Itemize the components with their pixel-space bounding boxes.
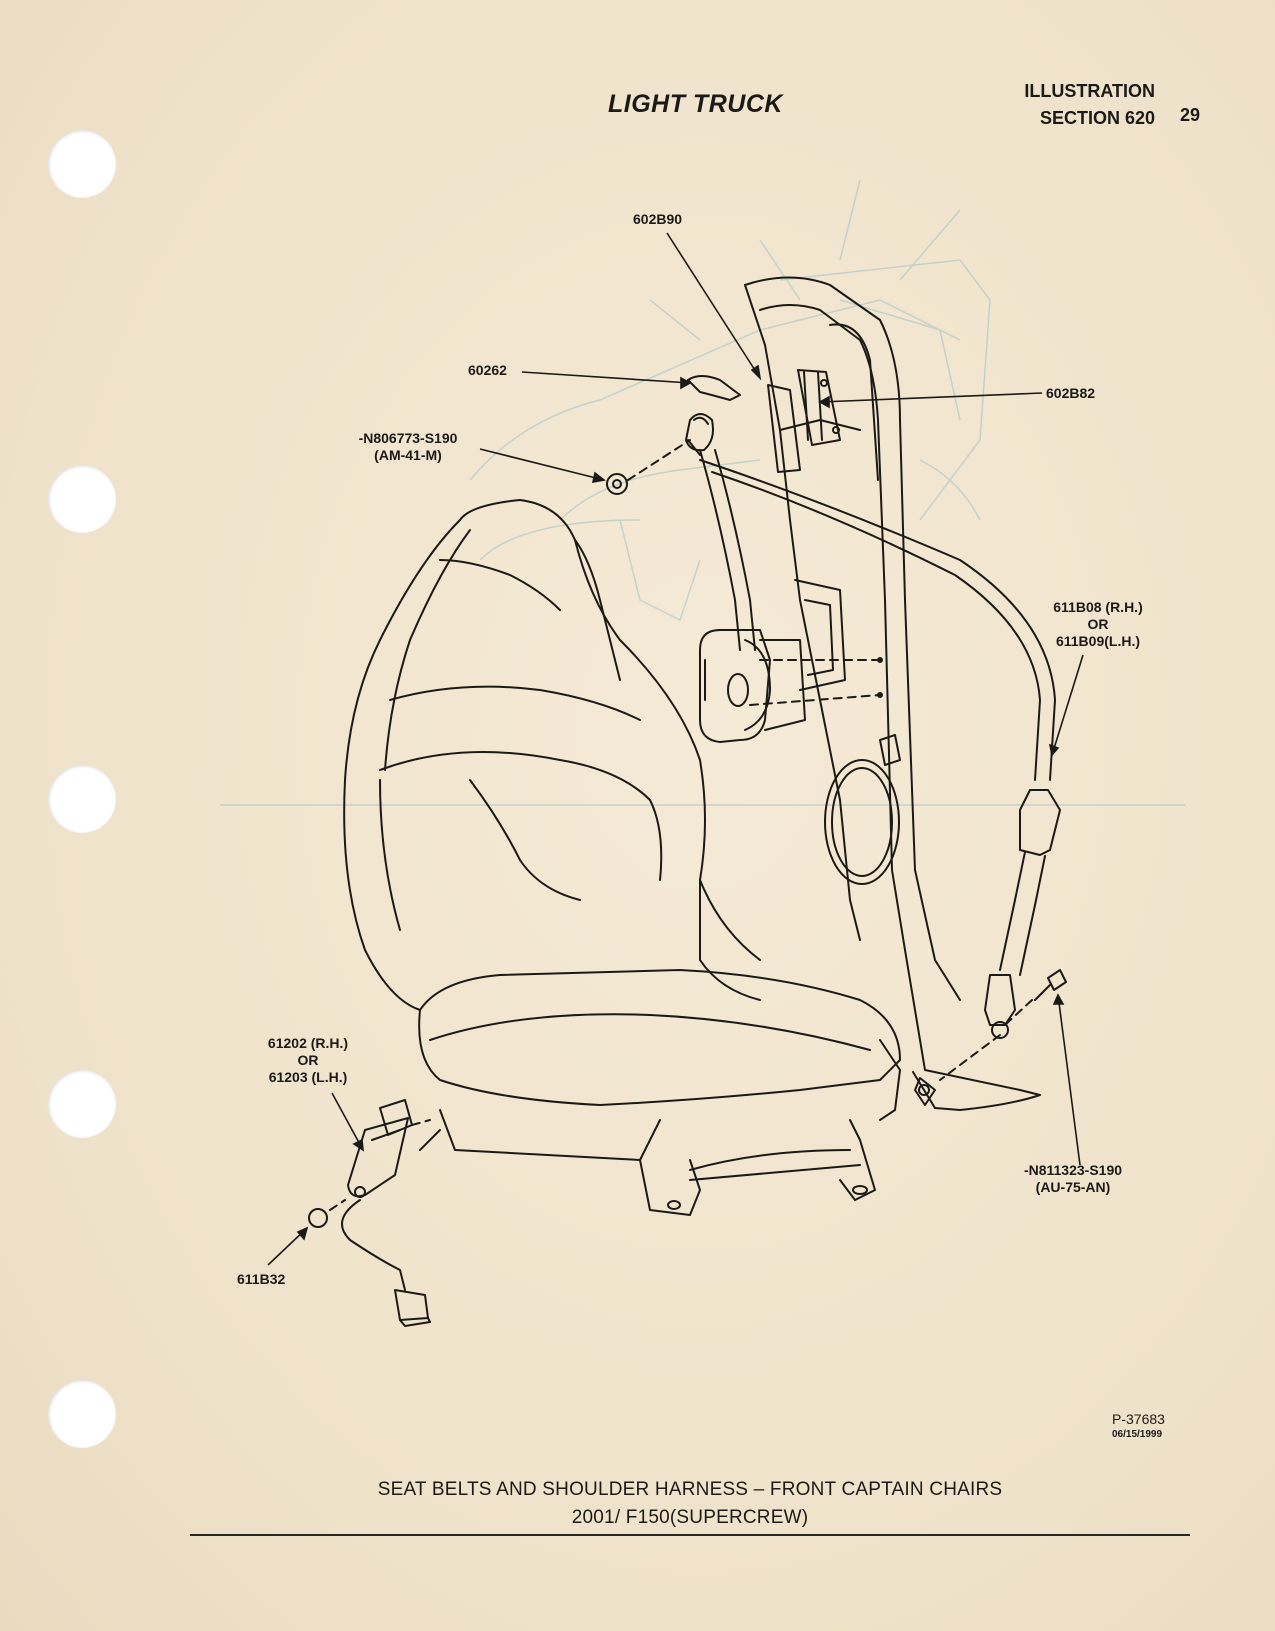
retractor-and-webbing [699, 449, 883, 743]
illustration-label: ILLUSTRATION [1024, 81, 1155, 101]
callout-lower-bolt: -N811323-S190 (AU-75-AN) [1023, 1162, 1123, 1195]
figure-number: P-37683 [1112, 1411, 1165, 1427]
callout-602b90: 602B90 [633, 211, 683, 227]
lower-anchor-bolt [939, 969, 1067, 1081]
caption-line-2: 2001/ F150(SUPERCREW) [571, 1507, 809, 1528]
binder-hole [48, 465, 116, 533]
section-label: SECTION 620 [1039, 108, 1155, 128]
b-pillar-panel [744, 276, 1041, 1111]
page-header-section: ILLUSTRATION SECTION 620 [1000, 78, 1155, 132]
binder-hole [48, 130, 116, 198]
callout-leaders [267, 232, 1084, 1266]
callout-buckle: 61202 (R.H.) OR 61203 (L.H.) [267, 1035, 349, 1085]
binder-hole [48, 1380, 116, 1448]
seat-belt-buckle [308, 1099, 431, 1327]
callout-60262: 60262 [468, 362, 507, 378]
caption-line-1: SEAT BELTS AND SHOULDER HARNESS – FRONT … [377, 1479, 1003, 1500]
figure-date: 06/15/1999 [1112, 1429, 1163, 1440]
figure-caption: SEAT BELTS AND SHOULDER HARNESS – FRONT … [190, 1476, 1190, 1532]
captain-chair [343, 499, 901, 1216]
callout-anchor-nut: -N806773-S190 (AM-41-M) [358, 430, 458, 463]
page-number: 29 [1180, 105, 1201, 125]
binder-hole [48, 765, 116, 833]
callout-611b32: 611B32 [237, 1271, 286, 1287]
bleed-through-ghost [220, 179, 1185, 806]
callout-shoulder-belt: 611B08 (R.H.) OR 611B09(L.H.) [1053, 599, 1143, 649]
shoulder-belt-webbing [699, 459, 1061, 1039]
callout-602b82: 602B82 [1046, 385, 1096, 401]
figure-reference: P-37683 06/15/1999 [1112, 1412, 1165, 1442]
binder-hole [48, 1070, 116, 1138]
page-header-title: LIGHT TRUCK [608, 90, 783, 118]
caption-rule [190, 1534, 1190, 1536]
anchor-nut [606, 439, 691, 495]
upper-anchor-assembly [685, 369, 841, 473]
